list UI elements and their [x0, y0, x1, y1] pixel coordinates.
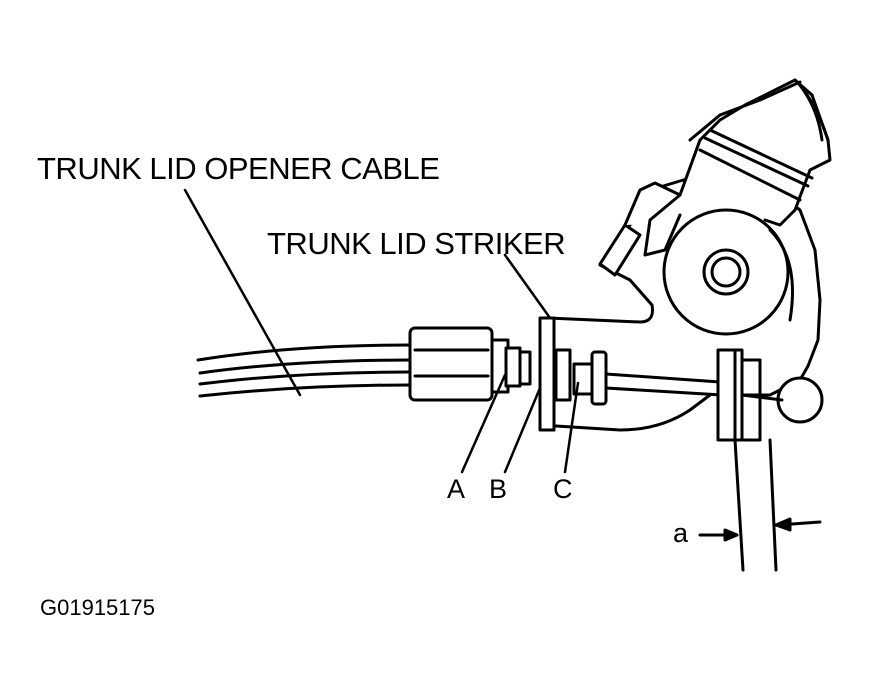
pivot-wheel	[662, 208, 794, 336]
release-lever	[716, 348, 824, 442]
opener-cable	[196, 343, 412, 398]
nut-c-label: C	[553, 474, 573, 504]
latch-housing	[598, 78, 832, 277]
figure-code: G01915175	[40, 595, 155, 620]
cable-label: TRUNK LID OPENER CABLE	[37, 151, 440, 186]
nut-b-label: B	[489, 474, 508, 504]
cable-housing	[408, 326, 522, 402]
striker-label: TRUNK LID STRIKER	[267, 226, 566, 261]
inner-wire	[604, 372, 724, 397]
nut-a	[518, 350, 532, 386]
nut-a-label: A	[447, 474, 466, 504]
gap-label: a	[673, 518, 689, 548]
gap-dimension	[698, 438, 822, 572]
nut-c	[572, 350, 608, 406]
leader-lines	[183, 188, 580, 474]
nut-b	[554, 348, 572, 402]
